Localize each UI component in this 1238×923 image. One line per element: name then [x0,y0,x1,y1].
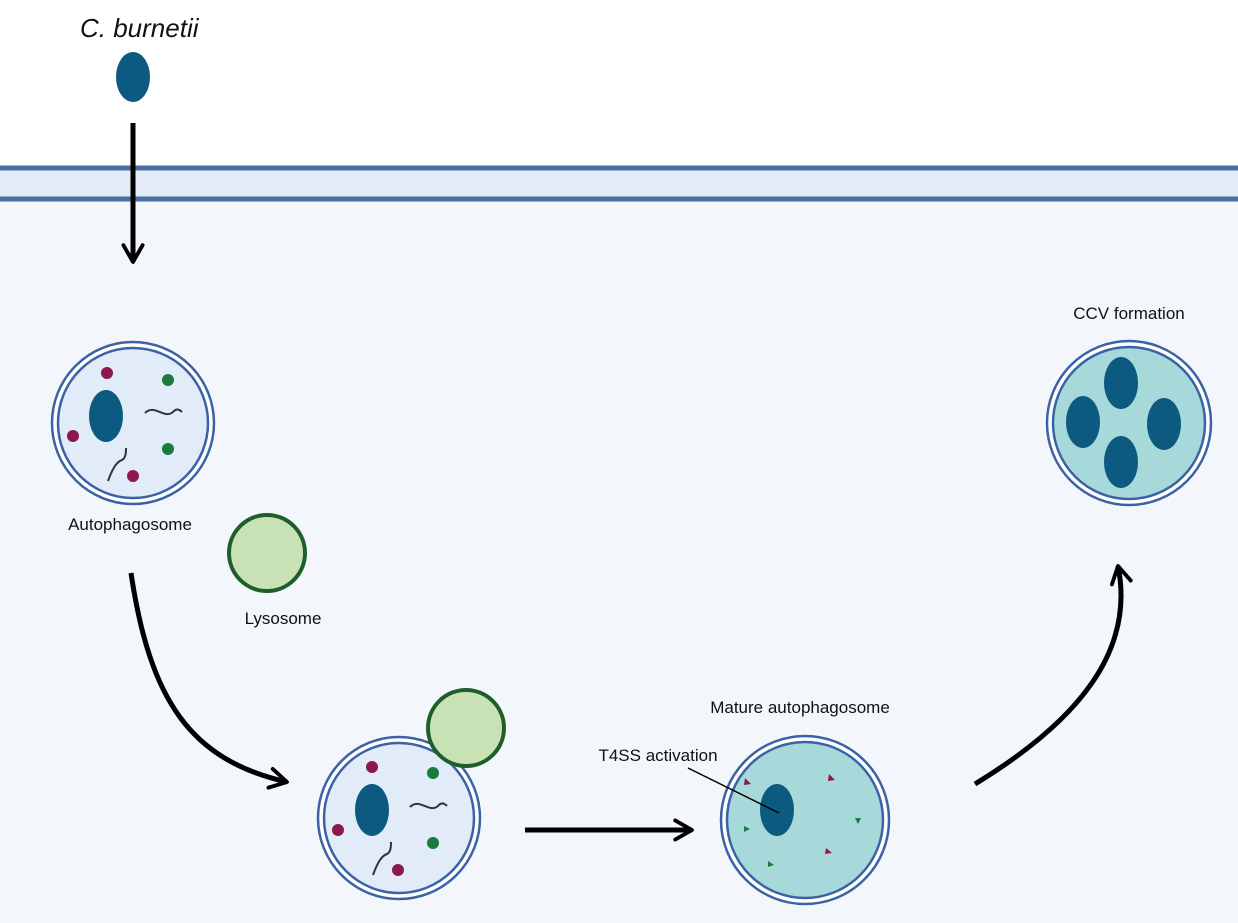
cargo-dot-green [162,374,174,386]
cargo-dot-green [427,837,439,849]
fusing-lysosome [426,688,506,768]
bacterium [1066,396,1100,448]
fusion-arrow [128,572,289,790]
bacterium [1104,357,1138,409]
cargo-filament [144,408,183,416]
cargo-dot-red [67,430,79,442]
mature-autophagosome [719,734,891,906]
cargo-dot-red [127,470,139,482]
lysosome [227,513,307,593]
cargo-dot-green [162,443,174,455]
effector-green [768,861,774,867]
t4ss-activation-label: T4SS activation [598,746,717,765]
bacterium [355,784,389,836]
effector-green [855,818,861,824]
cargo-dot-green [427,767,439,779]
mature-autophagosome-label: Mature autophagosome [710,698,890,717]
autophagosome-label: Autophagosome [68,515,192,534]
bacterium [116,52,150,102]
autophagosome [50,340,216,506]
cargo-filament [372,841,392,876]
cargo-dot-red [101,367,113,379]
effector-red [744,778,751,785]
bacterium [760,784,794,836]
bacterium [1104,436,1138,488]
t4ss-pointer-line [687,767,780,814]
cargo-dot-red [392,864,404,876]
organism-label: C. burnetii [80,13,200,43]
cargo-dot-red [332,824,344,836]
bacterium [1147,398,1181,450]
cargo-dot-red [366,761,378,773]
cargo-filament [107,447,127,482]
effector-red [825,848,832,854]
ccv-formation-label: CCV formation [1073,304,1184,323]
lysosome-label: Lysosome [245,609,322,628]
plasma-membrane [0,170,1238,198]
coxiella-containing-vacuole [1045,339,1213,507]
cytoplasm [0,200,1238,923]
effector-red [828,774,835,781]
cargo-filament [409,802,448,810]
effector-green [744,826,750,832]
autolysosome [316,735,482,901]
bacterium [89,390,123,442]
ccv-formation-arrow [973,564,1133,787]
